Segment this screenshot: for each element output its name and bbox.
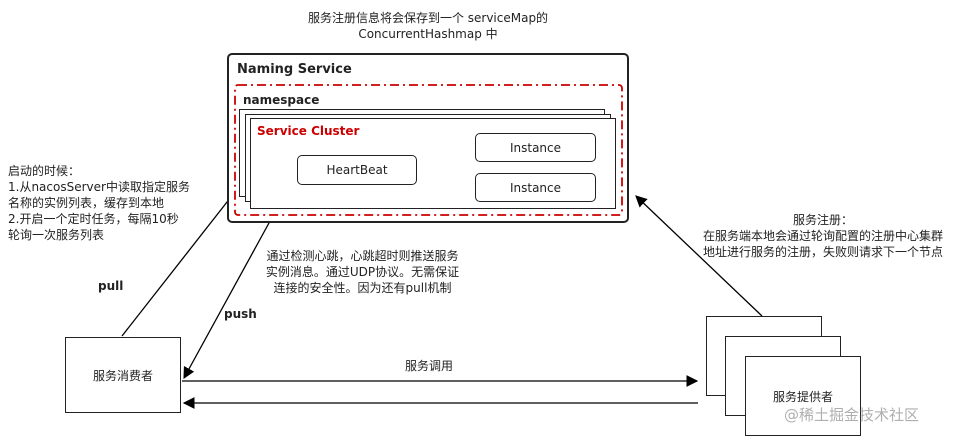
register-arrow: [635, 195, 763, 317]
push-arrow: [183, 211, 276, 380]
naming-service-title: Naming Service: [237, 62, 352, 77]
service-consumer-box: 服务消费者: [65, 337, 181, 413]
register-note: 服务注册： 在服务端本地会通过轮询配置的注册中心集群 地址进行服务的注册，失败则…: [702, 213, 943, 259]
heartbeat-box: HeartBeat: [297, 155, 417, 185]
heartbeat-note: 通过检测心跳，心跳超时则推送服务 实例消息。通过UDP协议。无需保证 连接的安全…: [265, 249, 460, 295]
instance-box: Instance: [475, 133, 596, 162]
top-note: 服务注册信息将会保存到一个 serviceMap的 ConcurrentHash…: [307, 11, 549, 41]
service-provider-box: 服务提供者: [745, 356, 861, 436]
namespace-title: namespace: [243, 93, 320, 107]
service-provider-label: 服务提供者: [772, 389, 833, 404]
call-label: 服务调用: [405, 359, 454, 373]
startup-note: 启动的时候： 1.从nacosServer中读取指定服务 名称的实例列表，缓存到…: [8, 164, 190, 242]
pull-arrow: [121, 187, 239, 337]
heartbeat-label: HeartBeat: [326, 163, 388, 177]
watermark: @稀土掘金技术社区: [784, 406, 920, 424]
service-consumer-label: 服务消费者: [92, 368, 153, 383]
push-label: push: [224, 307, 257, 321]
instance-label: Instance: [509, 140, 562, 155]
instance-box: Instance: [475, 173, 596, 202]
pull-label: pull: [98, 279, 124, 293]
instance-label: Instance: [509, 180, 562, 195]
service-cluster-title: Service Cluster: [257, 124, 360, 138]
